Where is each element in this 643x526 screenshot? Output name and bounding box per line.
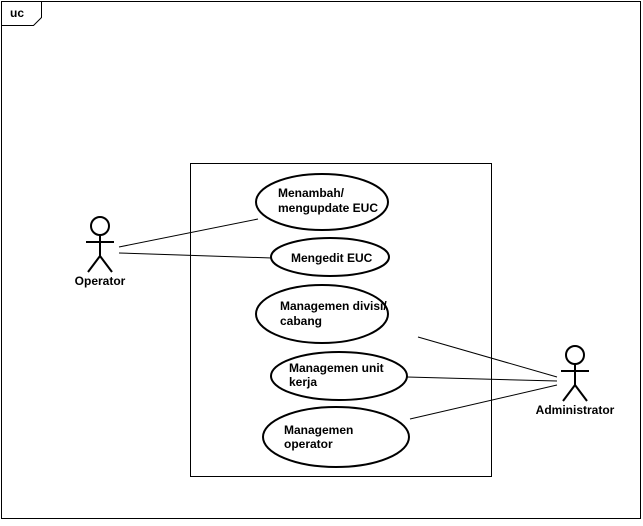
- association-admin-uc3: [417, 336, 558, 378]
- use-case-managemen-unit-kerja[interactable]: Managemen unit kerja: [270, 351, 408, 401]
- stick-figure-icon: [561, 345, 589, 402]
- actor-operator[interactable]: Operator: [75, 216, 126, 288]
- association-admin-uc5: [409, 384, 558, 420]
- use-case-ellipse: [255, 284, 389, 344]
- association-operator-uc2: [118, 252, 273, 259]
- use-case-mengedit-euc[interactable]: Mengedit EUC: [270, 237, 390, 277]
- use-case-label-line1: Menambah/: [278, 186, 345, 200]
- use-case-label-line2: kerja: [289, 375, 317, 389]
- actor-name: Administrator: [536, 403, 615, 417]
- frame-label: uc: [10, 6, 24, 20]
- use-case-ellipse: [255, 173, 389, 231]
- actor-administrator[interactable]: Administrator: [536, 345, 615, 417]
- use-case-label-line1: Mengedit EUC: [291, 251, 373, 265]
- actor-name: Operator: [75, 274, 126, 288]
- association-operator-uc1: [118, 218, 259, 248]
- use-case-label-line1: Managemen divisi/: [280, 299, 387, 313]
- system-boundary: [190, 163, 492, 477]
- stick-figure-icon: [86, 216, 114, 273]
- use-case-managemen-divisi-cabang[interactable]: Managemen divisi/ cabang: [255, 284, 389, 344]
- use-case-label-line1: Managemen unit: [289, 361, 384, 375]
- use-case-label-line2: mengupdate EUC: [278, 201, 378, 215]
- association-admin-uc4: [406, 376, 558, 382]
- use-case-ellipse: [270, 351, 408, 401]
- use-case-ellipse: [262, 406, 410, 468]
- use-case-label-line2: operator: [284, 437, 333, 451]
- use-case-managemen-operator[interactable]: Managemen operator: [262, 406, 410, 468]
- use-case-ellipse: [270, 237, 390, 277]
- use-case-menambah-mengupdate-euc[interactable]: Menambah/ mengupdate EUC: [255, 173, 389, 231]
- use-case-label-line1: Managemen: [284, 423, 353, 437]
- frame-tab: [1, 1, 42, 26]
- use-case-label-line2: cabang: [280, 314, 322, 328]
